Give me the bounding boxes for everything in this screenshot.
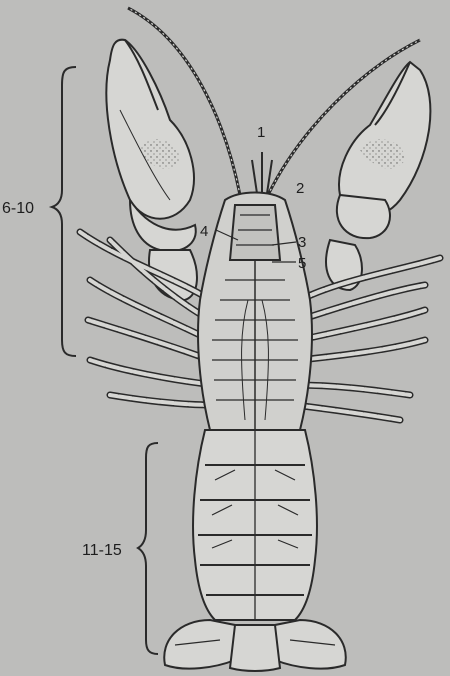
cephalothorax bbox=[198, 193, 312, 431]
label-part-3: 3 bbox=[298, 234, 306, 251]
left-walking-legs bbox=[80, 232, 215, 405]
label-part-4: 4 bbox=[200, 223, 208, 240]
tail-fan bbox=[164, 620, 346, 671]
abdomen bbox=[193, 430, 317, 620]
label-part-5: 5 bbox=[298, 255, 306, 272]
label-antenna: 2 bbox=[296, 180, 304, 197]
left-claw bbox=[106, 40, 197, 300]
label-abdomen-appendages: 11-15 bbox=[82, 542, 122, 559]
bracket-abdomen bbox=[138, 443, 158, 654]
label-mouth-parts: 1 bbox=[257, 124, 265, 141]
right-walking-legs bbox=[295, 258, 440, 420]
label-thorax-appendages: 6-10 bbox=[2, 200, 34, 217]
bracket-thorax bbox=[52, 67, 76, 356]
